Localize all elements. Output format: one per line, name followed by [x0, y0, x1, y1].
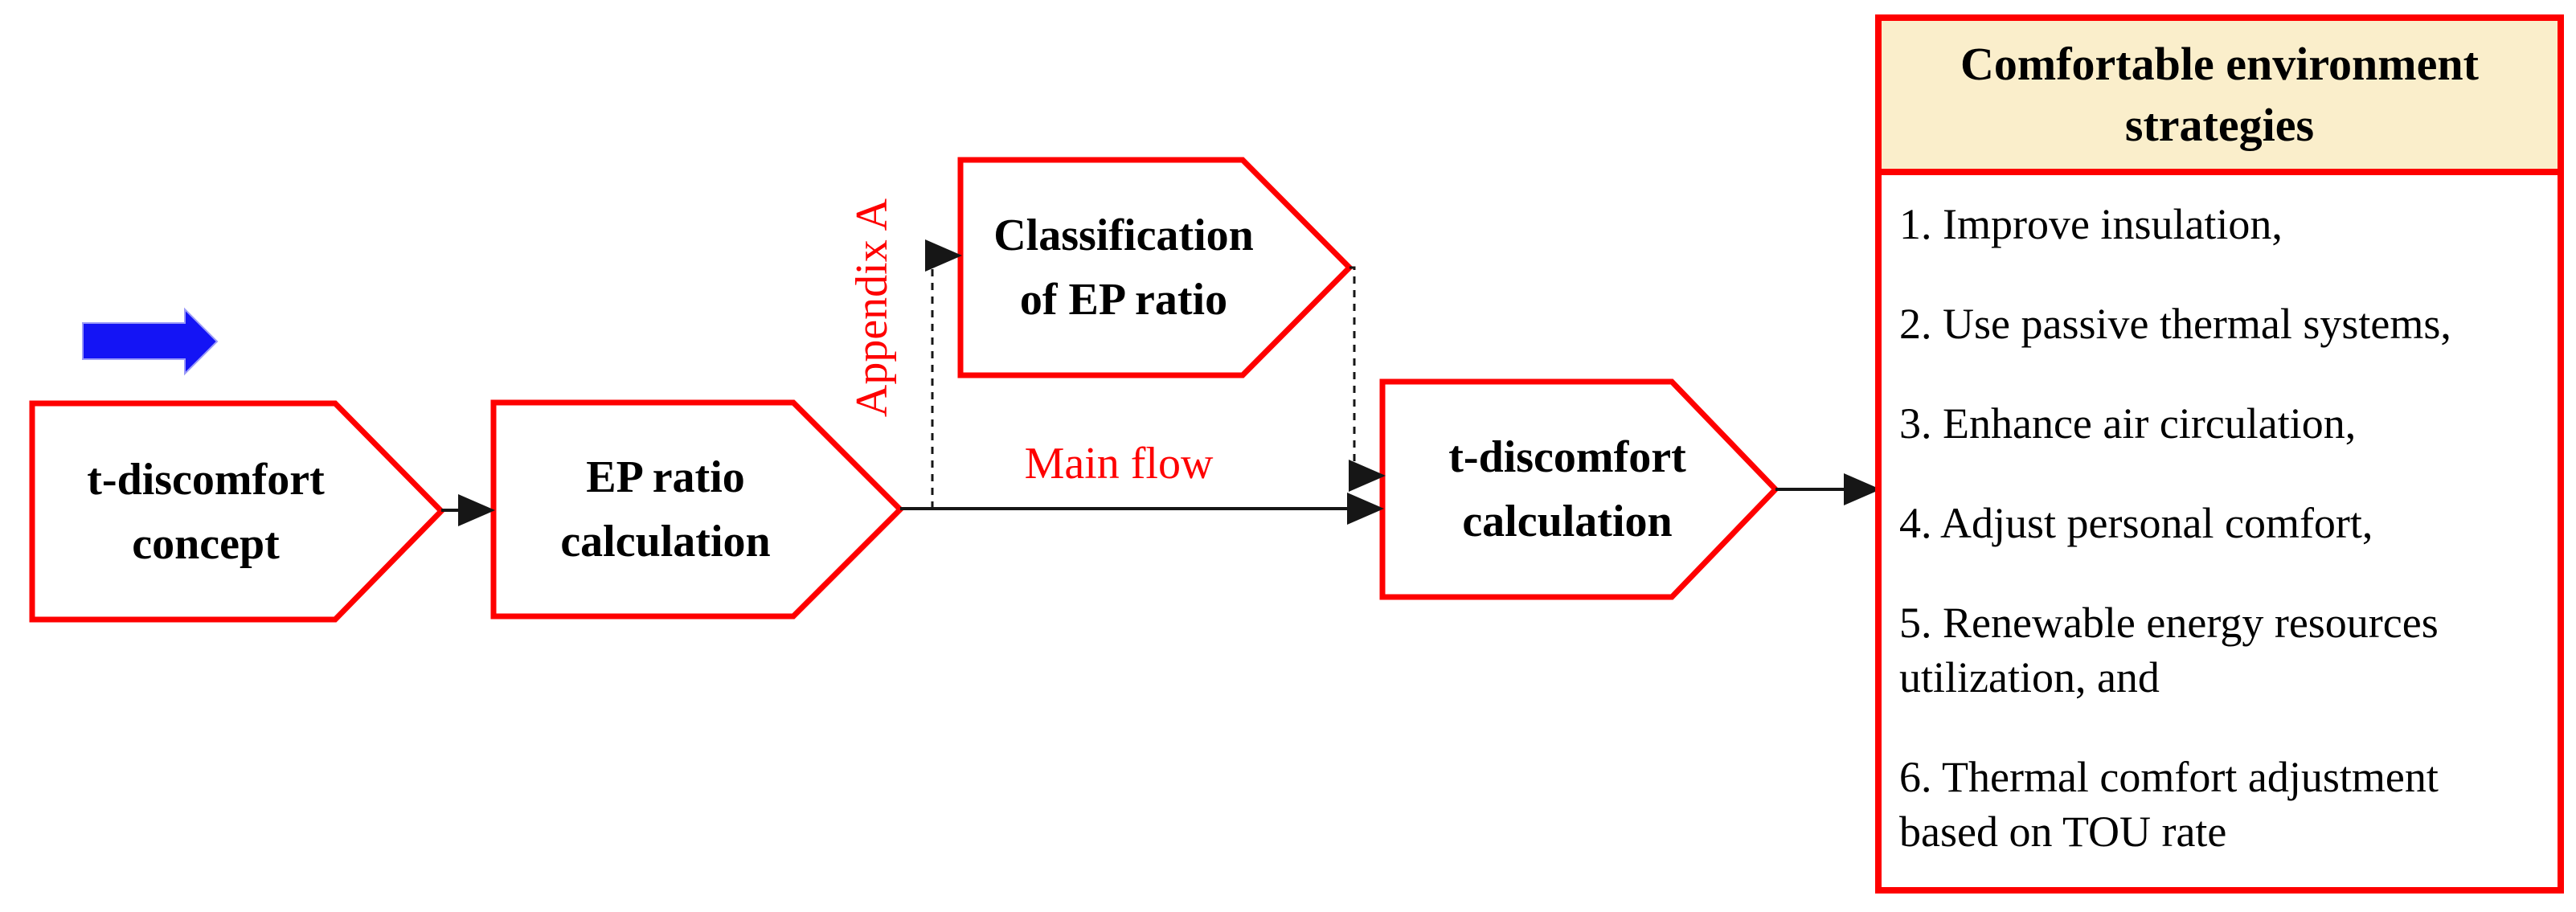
strategy-item-3: 3. Enhance air circulation, [1899, 399, 2357, 448]
node-shape-t-discomfort-concept [29, 400, 445, 623]
arrowhead-concept-to-ep [458, 494, 495, 526]
blue-flow-arrow-icon [82, 307, 219, 376]
strategy-item-1: 1. Improve insulation, [1899, 200, 2283, 248]
strategies-list: 1. Improve insulation, 2. Use passive th… [1882, 175, 2558, 859]
strategies-box: Comfortable environment strategies 1. Im… [1875, 14, 2564, 894]
main-flow-label: Main flow [1024, 439, 1214, 489]
arrowhead-main-flow [1347, 493, 1384, 525]
strategy-item-4: 4. Adjust personal comfort, [1899, 499, 2373, 547]
strategy-item-5: 5. Renewable energy resources utilizatio… [1899, 599, 2439, 701]
dashed-connector-to-classification [929, 254, 934, 509]
node-shape-classification-of-ep-ratio [957, 157, 1354, 378]
arrowhead-into-calculation [1349, 460, 1386, 492]
arrowhead-into-classification [925, 239, 962, 272]
arrowhead-calc-to-strategies [1844, 473, 1881, 505]
strategy-item-6: 6. Thermal comfort adjustment based on T… [1899, 753, 2439, 856]
strategies-title: Comfortable environment strategies [1882, 21, 2558, 175]
node-shape-t-discomfort-calculation [1379, 378, 1779, 600]
appendix-a-label: Appendix A [847, 198, 897, 418]
node-shape-ep-ratio-calculation [490, 399, 904, 620]
dashed-connector-from-classification [1349, 266, 1356, 477]
strategy-item-2: 2. Use passive thermal systems, [1899, 300, 2451, 348]
